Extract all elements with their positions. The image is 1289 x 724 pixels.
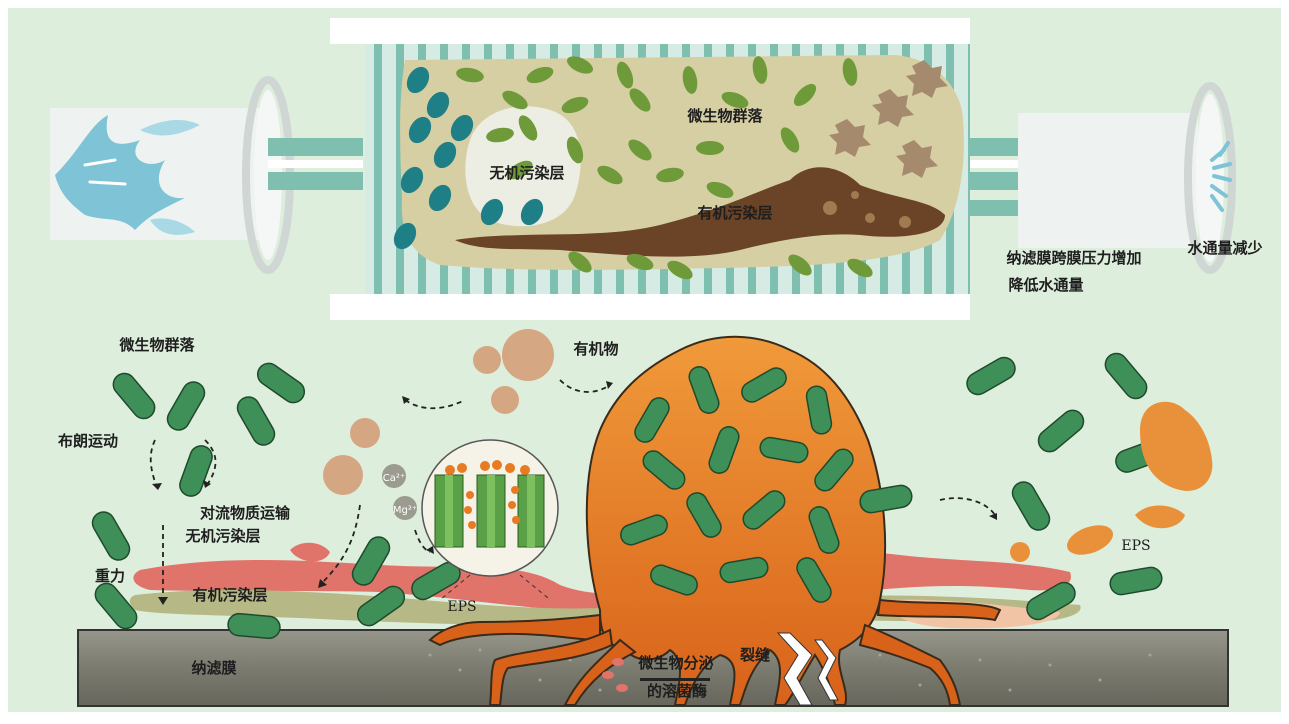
label-flux-drop: 水通量减少 xyxy=(1187,239,1262,257)
ca-ion-label: Ca²⁺ xyxy=(383,473,405,484)
mg-ion-label: Mg²⁺ xyxy=(393,505,417,516)
label-organic-layer-bottom: 有机污染层 xyxy=(192,586,267,604)
label-organic-layer-top: 有机污染层 xyxy=(697,204,772,222)
label-microbial-community-bottom: 微生物群落 xyxy=(118,336,195,354)
outlet-pipe xyxy=(1018,113,1198,248)
label-lysozyme-line2: 的溶菌酶 xyxy=(647,682,707,700)
label-gravity: 重力 xyxy=(95,567,125,585)
label-lysozyme-line1: 微生物分泌 xyxy=(637,654,713,672)
label-eps-left: EPS xyxy=(447,599,476,615)
label-inorganic-layer-top: 无机污染层 xyxy=(488,164,564,182)
label-convective-transport: 对流物质运输 xyxy=(200,504,291,522)
label-inorganic-layer-bottom: 无机污染层 xyxy=(184,527,260,545)
label-nf-membrane: 纳滤膜 xyxy=(191,659,236,677)
label-organic-matter: 有机物 xyxy=(573,340,618,358)
label-pressure-line2: 降低水通量 xyxy=(1008,276,1083,294)
label-pressure-line1: 纳滤膜跨膜压力增加 xyxy=(1006,249,1141,267)
module-top-wall xyxy=(330,18,970,44)
label-crack: 裂缝 xyxy=(739,646,770,664)
label-brownian-motion: 布朗运动 xyxy=(58,432,118,450)
label-eps-right: EPS xyxy=(1121,538,1150,554)
module-bottom-wall xyxy=(330,294,970,320)
label-microbial-community-top: 微生物群落 xyxy=(686,107,763,125)
